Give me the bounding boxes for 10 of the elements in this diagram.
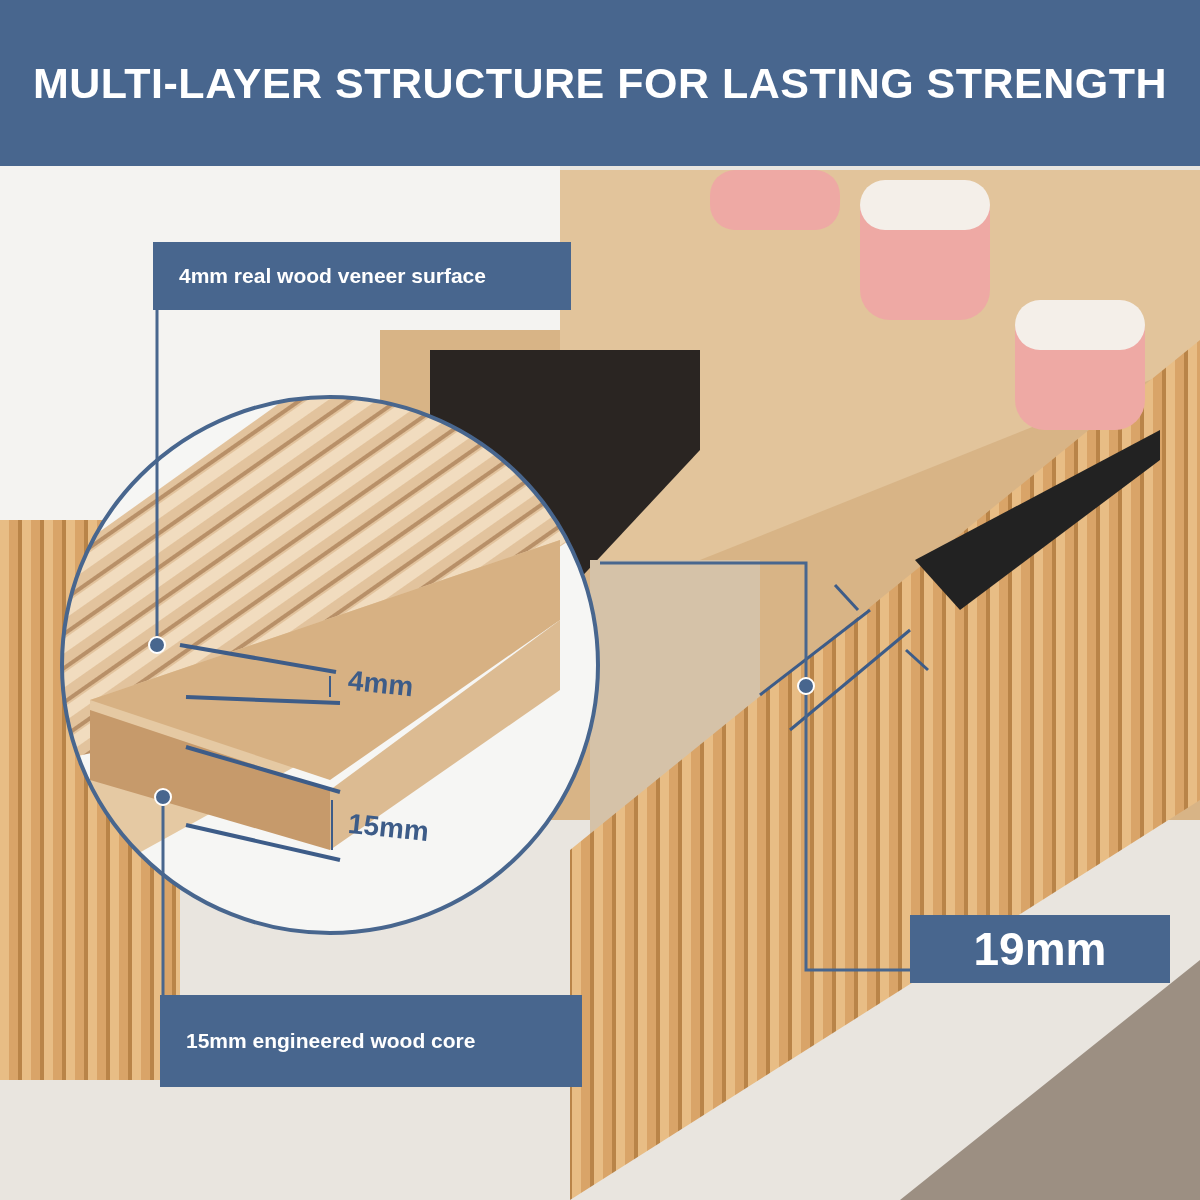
leader-line: [161, 806, 165, 995]
dimension-label: 4mm: [346, 664, 415, 704]
leader-line: [804, 695, 910, 972]
title-text: MULTI-LAYER STRUCTURE FOR LASTING STRENGTH: [32, 58, 1168, 108]
leader-line: [600, 561, 808, 677]
leader-line: [155, 310, 159, 636]
callout-box: 4mm real wood veneer surface: [153, 242, 571, 310]
measurement-label: 19mm: [910, 915, 1170, 983]
dimension-label: 15mm: [346, 807, 431, 849]
callout-box: 15mm engineered wood core: [160, 995, 582, 1087]
